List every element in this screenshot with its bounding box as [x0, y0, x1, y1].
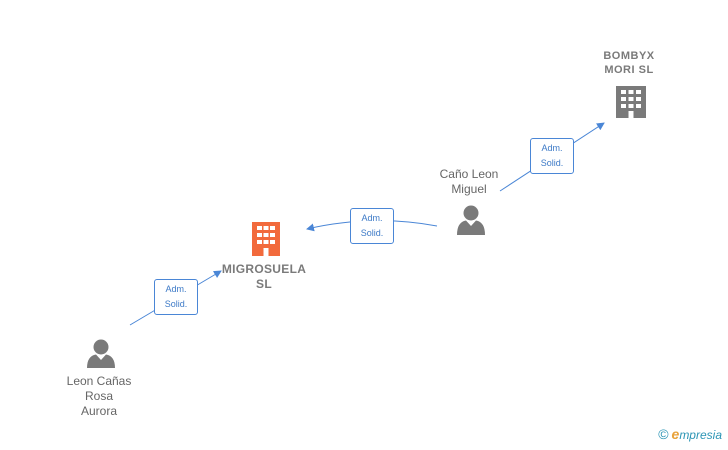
edge-label-line2: Solid.: [164, 299, 188, 309]
edge-label-cano-migrosuela[interactable]: Adm. Solid.: [350, 208, 394, 244]
edge-label-leon-migrosuela[interactable]: Adm. Solid.: [154, 279, 198, 315]
edge-label-cano-bombyx[interactable]: Adm. Solid.: [530, 138, 574, 174]
person-icon-leon[interactable]: [87, 339, 115, 369]
edge-label-line1: Adm.: [361, 213, 383, 223]
edge-label-line1: Adm.: [165, 284, 187, 294]
company-label-bombyx[interactable]: BOMBYX MORI SL: [603, 50, 655, 76]
empresia-logo: © empresia: [658, 426, 722, 442]
brand-wordmark: empresia: [671, 426, 722, 442]
company-label-migrosuela[interactable]: MIGROSUELA SL: [221, 262, 307, 291]
copyright-icon: ©: [658, 426, 669, 442]
building-icon-bombyx[interactable]: [616, 86, 646, 118]
person-label-leon[interactable]: Leon Cañas Rosa Aurora: [66, 374, 132, 418]
person-icon-cano[interactable]: [457, 205, 485, 236]
person-label-cano[interactable]: Caño Leon Miguel: [439, 167, 499, 196]
edge-label-line1: Adm.: [541, 143, 563, 153]
edge-label-line2: Solid.: [540, 158, 564, 168]
building-icon-migrosuela[interactable]: [252, 222, 280, 256]
edge-label-line2: Solid.: [360, 228, 384, 238]
